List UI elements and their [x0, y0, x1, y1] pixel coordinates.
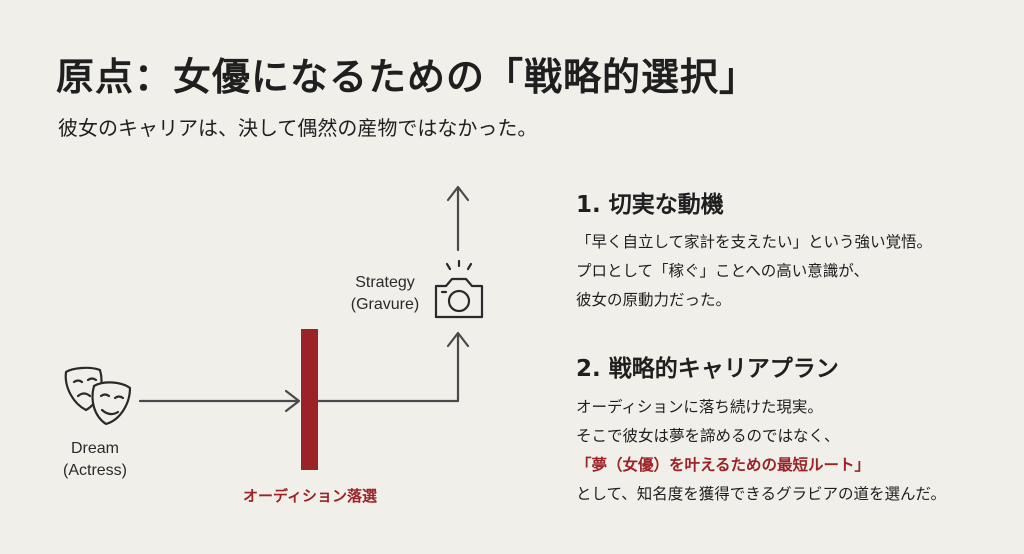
strategy-label-line1: Strategy	[355, 274, 415, 291]
path-arrow	[138, 331, 470, 413]
strategy-label: Strategy (Gravure)	[330, 272, 440, 316]
audition-barrier	[301, 329, 318, 470]
section2-line: として、知名度を獲得できるグラビアの道を選んだ。	[576, 485, 946, 503]
up-arrow-icon	[446, 185, 470, 252]
camera-icon	[434, 259, 484, 319]
section2-line: そこで彼女は夢を諦めるのではなく、	[576, 427, 840, 445]
section1-line: 彼女の原動力だった。	[576, 291, 732, 309]
section1-body: 「早く自立して家計を支えたい」という強い覚悟。 プロとして「稼ぐ」ことへの高い意…	[576, 228, 932, 315]
section1-line: プロとして「稼ぐ」ことへの高い意識が、	[576, 262, 869, 280]
theater-masks-icon	[64, 366, 132, 426]
page-subtitle: 彼女のキャリアは、決して偶然の産物ではなかった。	[58, 116, 538, 140]
audition-rejection-label: オーディション落選	[243, 487, 377, 505]
dream-label-line1: Dream	[70, 440, 119, 457]
dream-label-line2: (Actress)	[63, 462, 127, 479]
page-title: 原点：女優になるための「戦略的選択」	[56, 55, 759, 99]
section2-body: オーディションに落ち続けた現実。 そこで彼女は夢を諦めるのではなく、 「夢（女優…	[576, 393, 946, 509]
dream-label: Dream (Actress)	[40, 438, 150, 482]
section2-heading: 2. 戦略的キャリアプラン	[576, 356, 839, 382]
section1-line: 「早く自立して家計を支えたい」という強い覚悟。	[576, 233, 933, 251]
section2-line: オーディションに落ち続けた現実。	[576, 398, 823, 416]
section2-highlight-line: 「夢（女優）を叶えるための最短ルート」	[576, 456, 871, 474]
section1-heading: 1. 切実な動機	[576, 192, 724, 218]
strategy-label-line2: (Gravure)	[350, 296, 420, 313]
